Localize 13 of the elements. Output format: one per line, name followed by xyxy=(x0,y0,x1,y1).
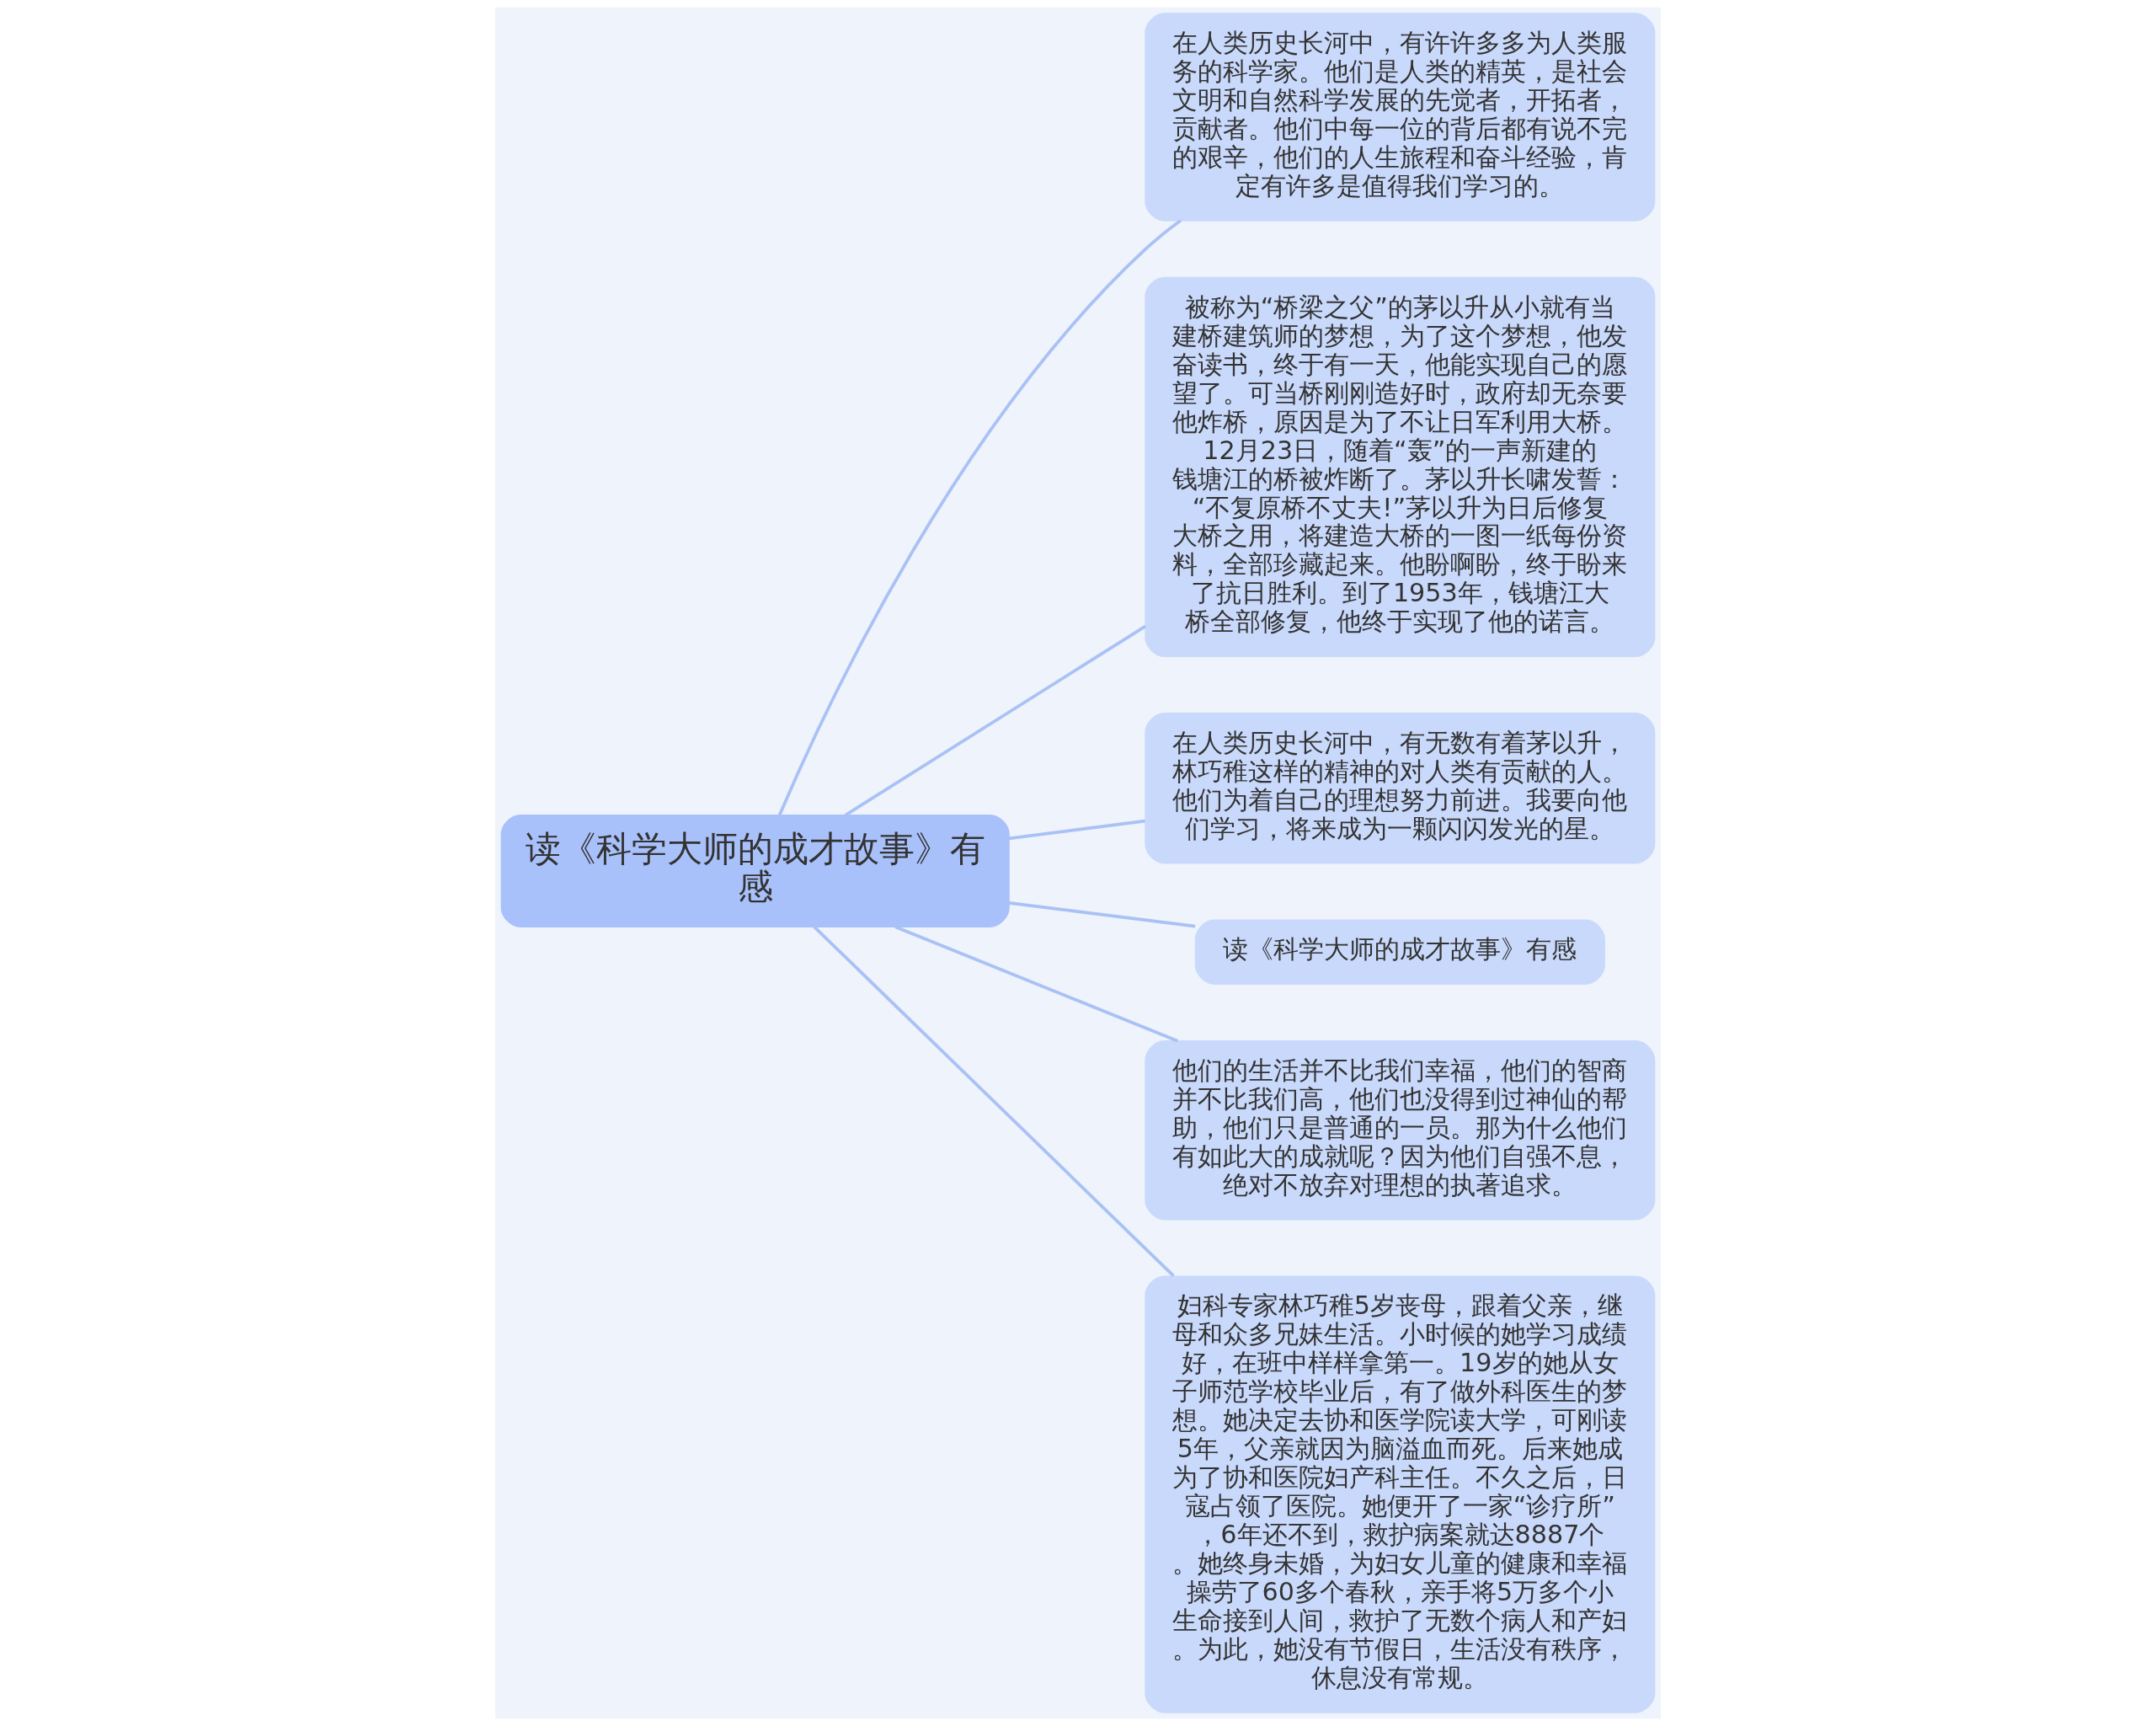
node-box: 在人类历史长河中，有许许多多为人类服务的科学家。他们是人类的精英，是社会文明和自然科学发展的先觉者，开拓者，贡献者。他们中每一位的背后都有说不完的艰辛，他们的人生旅程和奋斗经验，肯定有许多是值得我们学习的。 xyxy=(1145,13,1656,222)
node-box: 被称为“桥梁之父”的茅以升从小就有当建桥建筑师的梦想，为了这个梦想，他发奋读书，终于有一天，他能实现自己的愿望了。可当桥刚刚造好时，政府却无奈要他炸桥，原因是为了不让日军利用大桥。12月23日，随着“轰”的一声新建的钱塘江的桥被炸断了。茅以升长啸发誓：“不复原桥不丈夫!”茅以升为日后修复大桥之用，将建造大桥的一图一纸每份资料，全部珍藏起来。他盼啊盼，终于盼来了抗日胜利。到了1953年，钱塘江大桥全部修复，他终于实现了他的诺言。 xyxy=(1145,276,1656,657)
connector xyxy=(777,219,1182,816)
connector xyxy=(1008,819,1145,841)
connector xyxy=(894,925,1178,1043)
connector xyxy=(813,925,1175,1278)
node-box: 读《科学大师的成才故事》有感 xyxy=(1194,919,1605,985)
node-box: 读《科学大师的成才故事》有感 xyxy=(500,814,1010,927)
connector xyxy=(1008,900,1196,928)
connector xyxy=(844,624,1147,817)
node-box: 妇科专家林巧稚5岁丧母，跟着父亲，继母和众多兄妹生活。小时候的她学习成绩好，在班中样样拿第一。19岁的她从女子师范学校毕业后，有了做外科医生的梦想。她决定去协和医学院读大学，可刚读5年，父亲就因为脑溢血而死。后来她成为了协和医院妇产科主任。不久之后，日寇占领了医院。她便开了一家“诊疗所”，6年还不到，救护病案就达8887个。她终身未婚，为妇女儿童的健康和幸福操劳了60多个春秋，亲手将5万多个小生命接到人间，救护了无数个病人和产妇。为此，她没有节假日，生活没有秩序，休息没有常规。 xyxy=(1145,1275,1656,1713)
node-box: 在人类历史长河中，有无数有着茅以升，林巧稚这样的精神的对人类有贡献的人。他们为着自己的理想努力前进。我要向他们学习，将来成为一颗闪闪发光的星。 xyxy=(1145,713,1656,864)
node-box: 他们的生活并不比我们幸福，他们的智商并不比我们高，他们也没得到过神仙的帮助，他们只是普通的一员。那为什么他们有如此大的成就呢？因为他们自强不息，绝对不放弃对理想的执著追求。 xyxy=(1145,1040,1656,1221)
